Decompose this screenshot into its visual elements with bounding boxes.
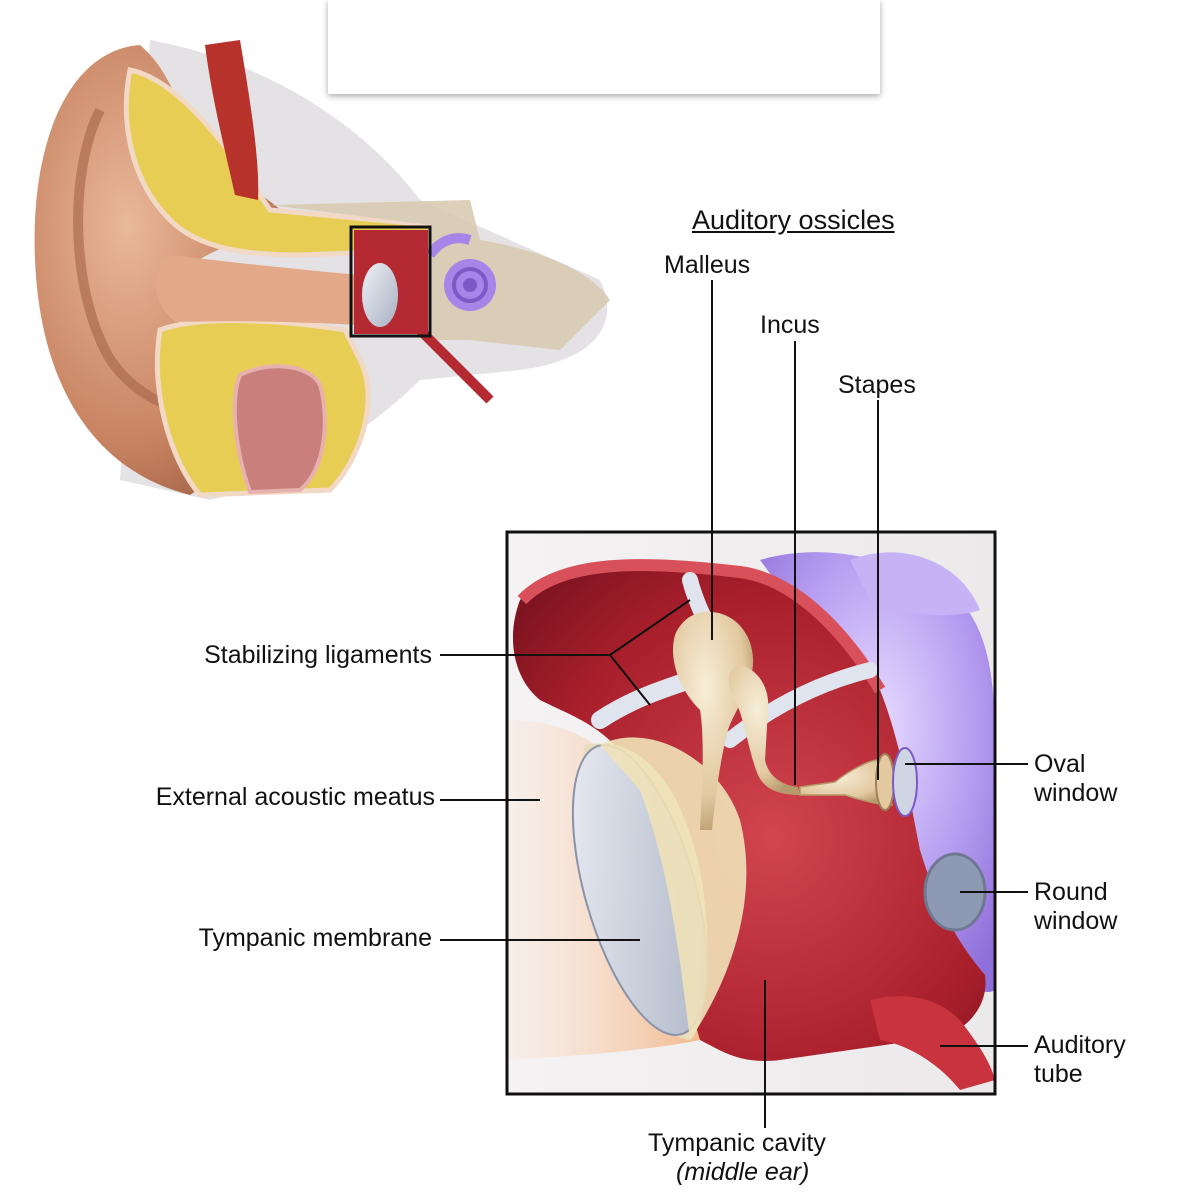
label-oval-window-line2: window [1034,779,1118,807]
blank-header-panel [328,0,880,94]
label-stapes: Stapes [838,371,916,399]
label-tympanic-cavity: Tympanic cavity [648,1129,826,1157]
temporal-muscle [205,40,259,200]
inset-frame [505,530,997,1096]
label-round-window-line1: Round [1034,878,1108,906]
leader-stabilizing-ligaments-2 [609,654,651,706]
tympanic-cavity [512,565,986,1061]
leader-lines [440,280,1028,1128]
zoom-indicator-box [349,225,432,338]
label-middle-ear-note: (middle ear) [676,1158,810,1186]
cavity-rim [517,559,886,694]
stapes [799,753,895,811]
label-external-acoustic-meatus: External acoustic meatus [155,783,435,811]
cochlea-small [425,233,496,311]
label-auditory-tube-line2: tube [1034,1060,1083,1088]
auricle-fold [73,107,172,410]
ear-overview [34,40,610,500]
label-malleus: Malleus [664,251,751,279]
inner-ear-lobe [850,552,980,616]
oval-window [892,747,918,817]
label-tympanic-membrane: Tympanic membrane [198,924,432,952]
malleus [672,611,754,830]
label-incus: Incus [760,311,820,339]
label-stabilizing-ligaments: Stabilizing ligaments [204,641,432,669]
middle-ear-inset [505,530,997,1096]
auditory-tube [870,996,995,1090]
heading-auditory-ossicles: Auditory ossicles [692,205,895,235]
petrous-bone [270,200,610,350]
tympanic-membrane-small [362,263,398,327]
label-auditory-tube-line1: Auditory [1034,1031,1126,1059]
label-oval-window-line1: Oval [1034,750,1086,778]
parotid-gland [232,364,327,495]
label-round-window-line2: window [1034,907,1118,935]
upper-cartilage [123,67,433,258]
ear-canal [155,255,360,325]
incus [728,665,800,795]
